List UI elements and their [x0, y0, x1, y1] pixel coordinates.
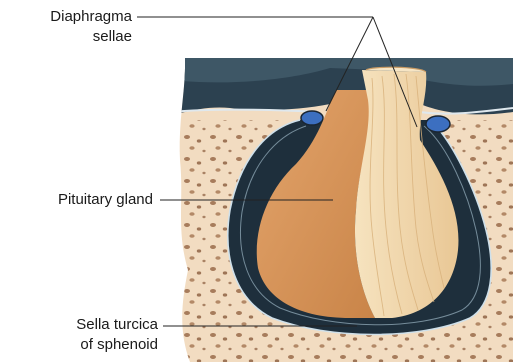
pituitary-label: Pituitary gland: [0, 190, 153, 209]
diaphragma-label-line1: Diaphragma: [20, 7, 132, 26]
left-sinus: [301, 111, 323, 125]
sella-label-line1: Sella turcica: [0, 315, 158, 334]
diaphragma-label-line2: sellae: [20, 27, 132, 46]
sella-label-line2: of sphenoid: [0, 335, 158, 354]
right-sinus: [426, 116, 450, 132]
